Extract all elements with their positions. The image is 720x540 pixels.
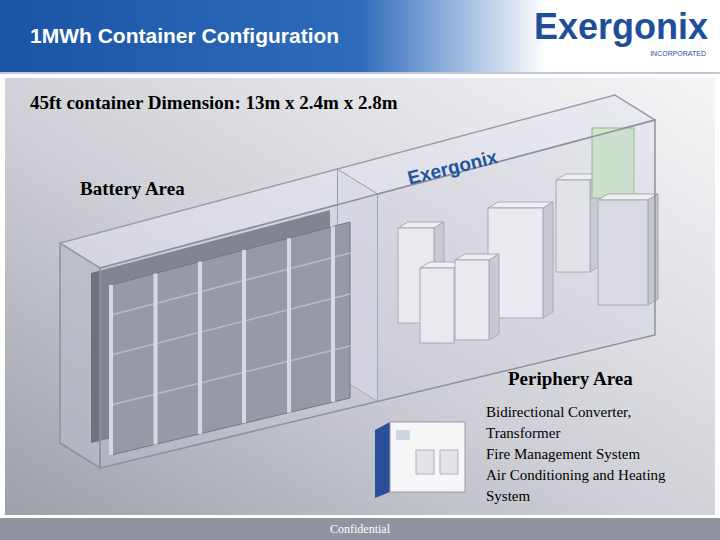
dimension-note: 45ft container Dimension: 13m x 2.4m x 2…	[30, 92, 397, 114]
component-list: Bidirectional Converter, TransformerFire…	[486, 402, 691, 507]
logo-subtext: INCORPORATED	[650, 50, 706, 57]
converter-panel	[440, 450, 458, 474]
converter-panel	[416, 450, 434, 474]
footer-band: Confidential	[0, 518, 720, 540]
slide-title: 1MWh Container Configuration	[30, 24, 339, 48]
logo-text: Exergonix	[534, 6, 708, 48]
component-item: Air Conditioning and Heating System	[486, 465, 691, 507]
render-background	[5, 78, 715, 515]
converter-picture	[375, 422, 465, 498]
converter-front	[390, 422, 465, 492]
area-label: Periphery Area	[508, 368, 633, 390]
divider-line	[0, 72, 720, 74]
component-item: Fire Management System	[486, 444, 691, 465]
component-item: Bidirectional Converter, Transformer	[486, 402, 691, 444]
footer-text: Confidential	[0, 518, 720, 540]
converter-side	[375, 422, 390, 498]
area-label: Battery Area	[80, 178, 185, 200]
converter-display	[396, 430, 410, 440]
